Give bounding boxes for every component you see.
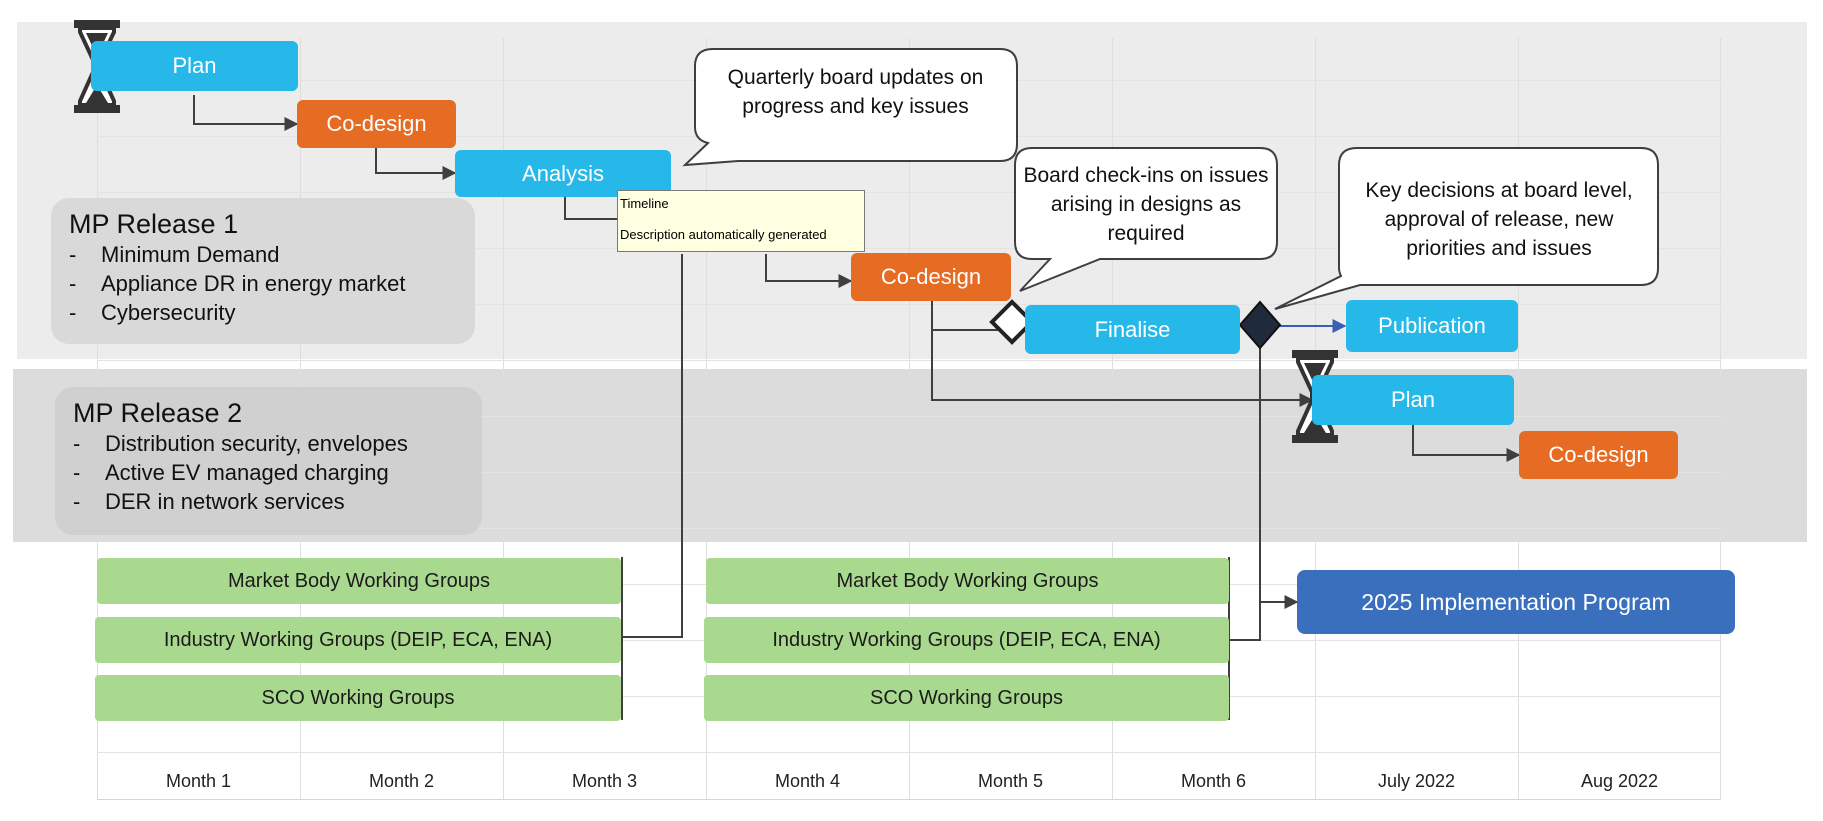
black-diamond-milestone-icon bbox=[1238, 300, 1282, 350]
release-item: -DER in network services bbox=[73, 489, 345, 514]
month-label: Month 2 bbox=[368, 770, 435, 791]
release-2-box: MP Release 2 -Distribution security, env… bbox=[55, 387, 482, 535]
plan2-to-codesign-connector bbox=[1412, 420, 1521, 462]
plan-task-bar: Plan bbox=[91, 41, 298, 91]
checkins-callout-bubble bbox=[1014, 147, 1278, 292]
month-label: Aug 2022 bbox=[1580, 770, 1659, 791]
release-item: -Distribution security, envelopes bbox=[73, 431, 408, 456]
finalise-task-bar: Finalise bbox=[1025, 305, 1240, 354]
release-title: MP Release 2 bbox=[73, 398, 243, 428]
release-1-box: MP Release 1 -Minimum Demand -Appliance … bbox=[51, 198, 475, 344]
release-item: -Active EV managed charging bbox=[73, 460, 389, 485]
image-alt-tooltip: Timeline Description automatically gener… bbox=[617, 190, 865, 252]
release-item: -Minimum Demand bbox=[69, 242, 280, 267]
codesign-to-release2-connector bbox=[931, 330, 1314, 407]
implementation-program-bar: 2025 Implementation Program bbox=[1297, 570, 1735, 634]
month-label: Month 6 bbox=[1180, 770, 1247, 791]
month-label: Month 1 bbox=[165, 770, 232, 791]
plan-task-bar: Plan bbox=[1312, 375, 1514, 425]
decisions-callout-text: Key decisions at board level, approval o… bbox=[1365, 179, 1633, 260]
tooltip-title: Timeline bbox=[620, 196, 669, 211]
analysis-task-bar: Analysis bbox=[455, 150, 671, 197]
analysis-to-codesign-connector bbox=[564, 196, 617, 220]
tooltip-description: Description automatically generated bbox=[620, 227, 827, 242]
working-group-bar: Market Body Working Groups bbox=[706, 558, 1229, 604]
working-group-bar: Industry Working Groups (DEIP, ECA, ENA) bbox=[704, 617, 1229, 663]
working-group-bar: SCO Working Groups bbox=[95, 675, 621, 721]
codesign-task-bar: Co-design bbox=[1519, 431, 1678, 479]
codesign-task-bar: Co-design bbox=[851, 253, 1011, 301]
month-label: Month 4 bbox=[774, 770, 841, 791]
plan-to-codesign-connector bbox=[193, 95, 299, 131]
group-b-to-decision-connector bbox=[1229, 345, 1261, 641]
codesign-to-analysis-connector bbox=[375, 148, 457, 180]
working-group-bar: Industry Working Groups (DEIP, ECA, ENA) bbox=[95, 617, 621, 663]
release-title: MP Release 1 bbox=[69, 209, 239, 239]
group-a-to-board-connector bbox=[622, 254, 683, 638]
month-label: July 2022 bbox=[1377, 770, 1456, 791]
release-item: -Appliance DR in energy market bbox=[69, 271, 406, 296]
checkins-callout-text: Board check-ins on issues arising in des… bbox=[1023, 164, 1269, 245]
working-group-bar: Market Body Working Groups bbox=[97, 558, 621, 604]
working-group-bar: SCO Working Groups bbox=[704, 675, 1229, 721]
month-label: Month 3 bbox=[571, 770, 638, 791]
decisions-callout-bubble bbox=[1274, 147, 1659, 310]
publication-task-bar: Publication bbox=[1346, 300, 1518, 352]
quarterly-callout-bubble bbox=[682, 48, 1018, 167]
analysis-to-codesign-connector-b bbox=[765, 254, 853, 288]
quarterly-callout-text: Quarterly board updates on progress and … bbox=[727, 66, 984, 118]
release-item: -Cybersecurity bbox=[69, 300, 236, 325]
month-label: Month 5 bbox=[977, 770, 1044, 791]
codesign-task-bar: Co-design bbox=[297, 100, 456, 148]
